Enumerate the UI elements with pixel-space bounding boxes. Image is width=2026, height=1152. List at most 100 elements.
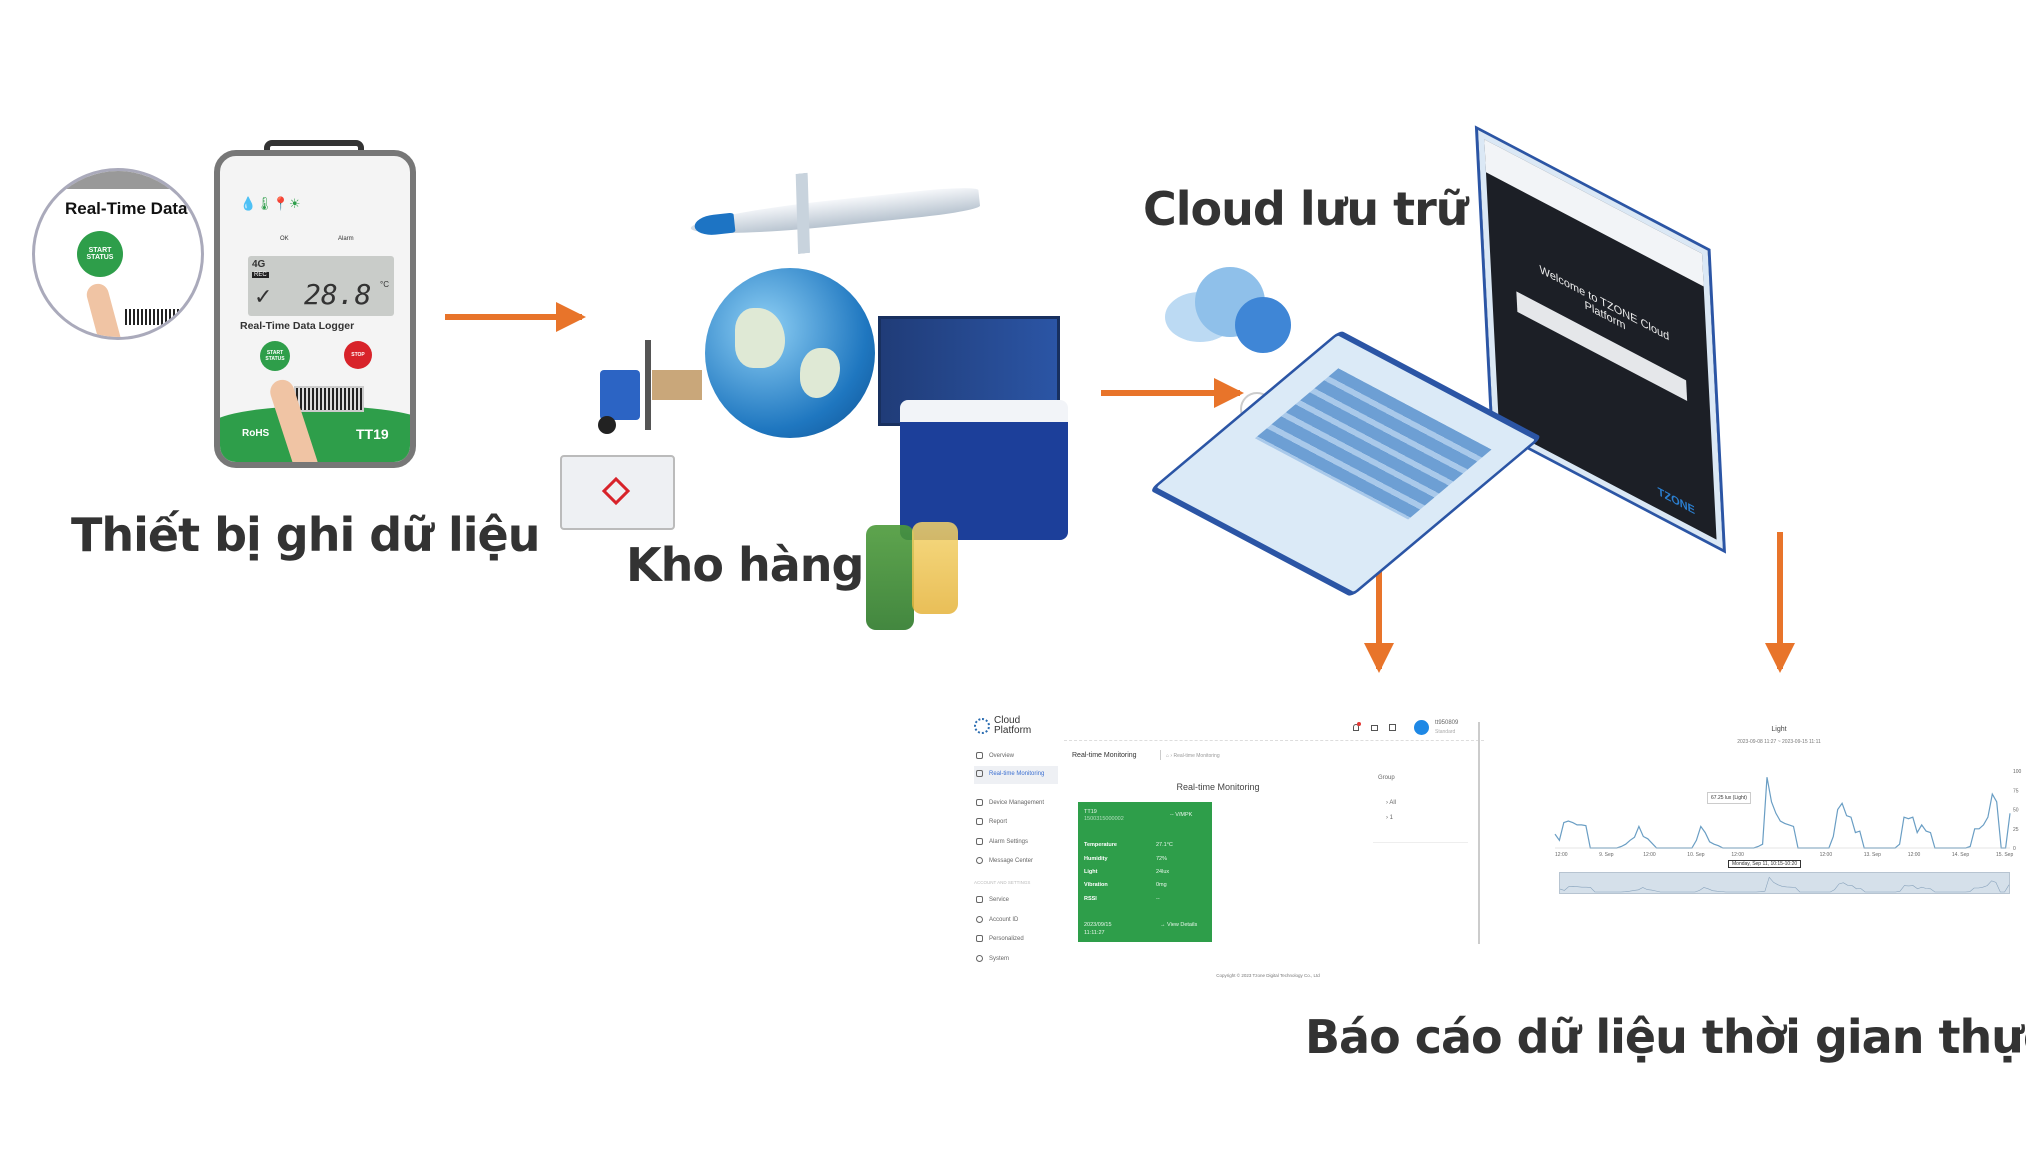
card-model: TT19 [1084, 809, 1097, 815]
bar-chart-icon [976, 818, 983, 825]
device-icon [976, 799, 983, 806]
check-icon: ✓ [254, 284, 273, 309]
card-row: Vibration 0mg [1084, 882, 1204, 888]
sidebar-item-overview[interactable]: Overview [976, 752, 1056, 759]
sidebar-item-message-center[interactable]: Message Center [976, 857, 1056, 864]
bell-icon[interactable] [1353, 722, 1361, 731]
network-label: 4G [252, 259, 266, 270]
sidebar-label: Personalized [989, 935, 1024, 942]
avatar[interactable] [1414, 720, 1429, 735]
sidebar-section-label: ACCOUNT AND SETTINGS [974, 880, 1031, 885]
scrollbar[interactable] [1478, 722, 1480, 944]
group-item[interactable]: › 1 [1386, 815, 1394, 821]
sidebar-item-report[interactable]: Report [976, 818, 1056, 825]
metric-value: 27.1°C [1156, 842, 1173, 848]
card-row: Humidity 72% [1084, 856, 1204, 862]
chat-icon[interactable] [1389, 724, 1396, 731]
y-tick-label: 75 [2013, 788, 2019, 794]
x-tick-label: 12:00 [1820, 852, 1833, 858]
card-device-id: 1500315000002 [1084, 816, 1124, 822]
group-title: Group [1378, 775, 1395, 781]
x-tick-label: 12:00 [1643, 852, 1656, 858]
sidebar-item-realtime[interactable]: Real-time Monitoring [976, 770, 1056, 777]
sidebar-label: Account ID [989, 916, 1019, 923]
data-logger-device: 💧🌡📍☀ OK Alarm 4G REC ✓ 28.8 °C Real-Time… [214, 150, 416, 468]
navigator-series-line [1559, 876, 2010, 893]
medical-box-icon [560, 455, 675, 530]
print-icon[interactable] [1371, 725, 1378, 731]
x-tick-label: 13. Sep [1864, 852, 1881, 858]
barcode-icon [294, 386, 364, 412]
x-tick-label: 15. Sep [1996, 852, 2013, 858]
breadcrumb-item: Real-time Monitoring [1173, 753, 1220, 759]
brush-icon [976, 935, 983, 942]
start-button-closeup: START STATUS [77, 231, 123, 277]
grid-icon [976, 770, 983, 777]
bubble-text: Real-Time Data [65, 199, 188, 218]
device-name: Real-Time Data Logger [240, 320, 355, 332]
sidebar-item-personalized[interactable]: Personalized [976, 935, 1056, 942]
sidebar-label: Message Center [989, 857, 1034, 864]
sidebar-item-service[interactable]: Service [976, 896, 1056, 903]
card-signal: -- V/MPK [1170, 812, 1193, 818]
arrow-down-icon [1364, 532, 1394, 673]
start-button: START STATUS [260, 341, 290, 371]
sidebar-label: Report [989, 818, 1008, 825]
card-time: 11:11:27 [1084, 930, 1105, 936]
zoom-bubble: Real-Time Data START STATUS [32, 168, 204, 340]
metric-value: -- [1156, 896, 1160, 902]
chart-navigator[interactable] [1559, 872, 2010, 894]
metric-label: Vibration [1084, 882, 1108, 888]
x-tick-label: 12:00 [1555, 852, 1568, 858]
metric-label: Light [1084, 869, 1098, 875]
user-role: Standard [1435, 729, 1456, 735]
sidebar-item-device-management[interactable]: Device Management [976, 799, 1056, 806]
breadcrumb[interactable]: ⌂ › Real-time Monitoring [1166, 753, 1220, 759]
arrow-right-icon [445, 302, 586, 332]
metric-value: 72% [1156, 856, 1168, 862]
device-label: Thiết bị ghi dữ liệu [71, 508, 540, 562]
y-tick-label: 100 [2013, 769, 2022, 775]
message-icon [976, 857, 983, 864]
copyright: Copyright © 2023 Tzone Digital Technolog… [1216, 973, 1320, 978]
metric-label: Humidity [1084, 856, 1108, 862]
sidebar-label: Service [989, 896, 1010, 903]
rohs-mark: RoHS [242, 428, 270, 439]
sidebar-item-system[interactable]: System [976, 955, 1056, 962]
airplane-icon [689, 185, 981, 241]
view-details-link[interactable]: → View Details [1160, 922, 1198, 928]
finger-icon [84, 281, 124, 337]
laptop-screen: Welcome to TZONE Cloud Platform TZONE [1474, 125, 1727, 554]
metric-label: RSSI [1084, 896, 1097, 902]
chart-tooltip: 67.25 lux (Light) [1707, 792, 1751, 804]
user-icon [976, 916, 983, 923]
alarm-indicator: Alarm [338, 236, 354, 242]
brand-logo: TZONE [1657, 485, 1696, 518]
group-item[interactable]: › All [1386, 800, 1397, 806]
warehouse-label: Kho hàng [626, 538, 864, 592]
card-date: 2023/09/15 [1084, 922, 1112, 928]
laptop-keyboard-deck [1149, 330, 1543, 598]
metric-label: Temperature [1084, 842, 1117, 848]
card-row: Temperature 27.1°C [1084, 842, 1204, 848]
sidebar-item-alarm-settings[interactable]: Alarm Settings [976, 838, 1056, 845]
username: tt950809 [1435, 720, 1459, 726]
device-card[interactable]: TT19 1500315000002 -- V/MPK Temperature 2… [1078, 802, 1212, 942]
y-tick-label: 50 [2013, 808, 2019, 814]
group-label: 1 [1389, 815, 1394, 821]
sidebar-label: Overview [989, 752, 1015, 759]
group-label: All [1389, 800, 1397, 806]
server-icon [976, 896, 983, 903]
metric-value: 0mg [1156, 882, 1167, 888]
temperature-unit: °C [380, 280, 389, 289]
forklift-icon [590, 330, 710, 440]
cloud-icon [1165, 262, 1291, 362]
x-tick-label: 12:00 [1731, 852, 1744, 858]
cooler-box-icon [900, 400, 1068, 540]
cloud-platform-dashboard: Cloud Platform tt950809 Standard Overvie… [968, 712, 1520, 988]
series-line-light [1554, 777, 2011, 849]
rec-badge: REC [252, 272, 269, 278]
navigator-plot [1559, 876, 2010, 893]
sidebar-item-account-id[interactable]: Account ID [976, 916, 1056, 923]
